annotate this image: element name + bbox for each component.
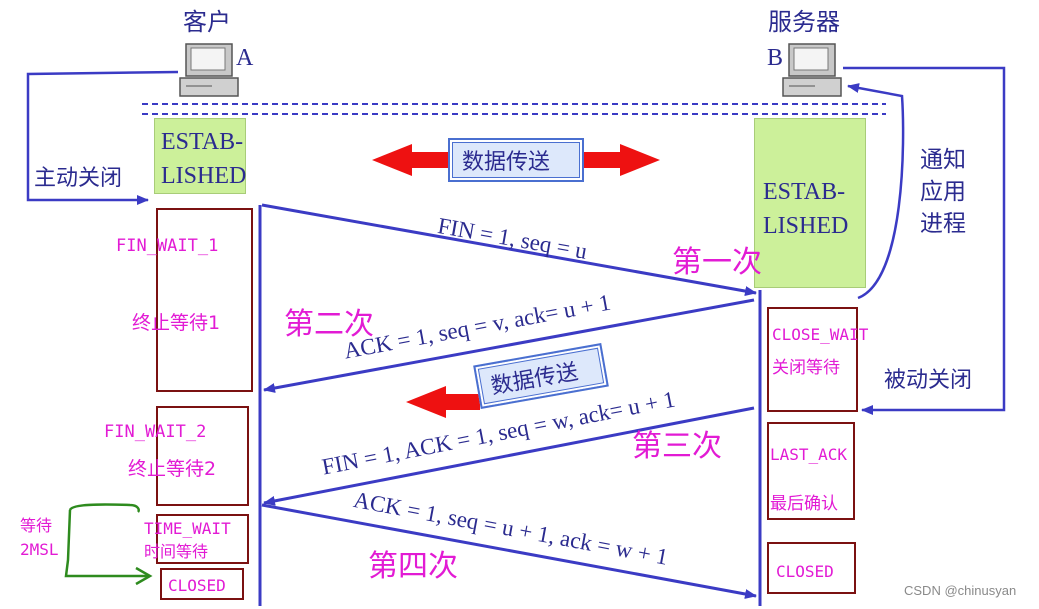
step-four-label: 第四次: [368, 549, 458, 584]
fin-arrow: [261, 203, 757, 296]
notify-app-line1: 通知: [920, 147, 966, 173]
wait-2msl-note: 等待 2MSL: [20, 514, 59, 562]
notify-app-line3: 进程: [920, 211, 966, 237]
client-closed-label: CLOSED: [168, 576, 226, 595]
data-transfer-box: 数据传送: [448, 138, 584, 182]
fin-wait-1-box: [156, 208, 253, 392]
server-title: 服务器: [768, 8, 840, 36]
wait-2msl-arrowhead: [135, 566, 153, 586]
client-state-line1: ESTAB-: [161, 129, 244, 155]
wait-2msl-bracket: [64, 503, 148, 578]
active-close-arrow: [26, 70, 179, 205]
active-close-label: 主动关闭: [34, 166, 123, 191]
close-wait-cn-label: 关闭等待: [772, 358, 840, 378]
step-three-label: 第三次: [632, 429, 722, 464]
time-wait-label: TIME_WAIT: [144, 519, 231, 538]
fin-wait-1-label: FIN_WAIT_1: [116, 236, 219, 256]
last-ack-label: LAST_ACK: [770, 445, 848, 464]
fin-ack-arrow: [263, 406, 755, 506]
step-two-label: 第二次: [284, 307, 374, 342]
last-ack-box: [767, 422, 855, 520]
client-letter: A: [236, 45, 254, 71]
client-computer-icon: [179, 43, 239, 97]
time-wait-box: [156, 514, 249, 564]
final-ack-arrow: [261, 503, 757, 599]
fin-wait-2-box: [156, 406, 249, 506]
fin-wait-1-cn-label: 终止等待1: [132, 312, 221, 334]
server-state-line1: ESTAB-: [763, 179, 846, 205]
server-computer-icon: [782, 43, 842, 97]
server-letter: B: [767, 45, 784, 71]
client-state-line2: LISHED: [161, 163, 247, 189]
client-established-state: ESTAB- LISHED: [154, 118, 246, 194]
passive-close-arrow: [843, 66, 1006, 415]
notify-app-label: 通知 应用 进程: [920, 144, 966, 240]
server-closed-box: [767, 542, 856, 594]
data-transfer-left-arrow: [406, 386, 480, 418]
step-one-label: 第一次: [672, 245, 762, 280]
client-title: 客户: [183, 8, 231, 36]
passive-close-label: 被动关闭: [884, 368, 973, 393]
server-closed-label: CLOSED: [776, 562, 834, 581]
notify-app-arrow: [847, 83, 905, 300]
notify-app-line2: 应用: [920, 179, 966, 205]
wait-note-line1: 等待: [20, 516, 53, 535]
time-wait-cn-label: 时间等待: [144, 542, 209, 561]
wait-note-line2: 2MSL: [20, 540, 59, 559]
server-established-state: ESTAB- LISHED: [754, 118, 866, 288]
server-state-line2: LISHED: [763, 213, 849, 239]
ack-arrow: [263, 298, 755, 393]
client-closed-box: [160, 568, 244, 600]
close-wait-box: [767, 307, 858, 412]
last-ack-cn-label: 最后确认: [770, 494, 838, 514]
fin-wait-2-cn-label: 终止等待2: [128, 458, 217, 480]
close-wait-label: CLOSE_WAIT: [772, 325, 869, 344]
fin-wait-2-label: FIN_WAIT_2: [104, 422, 207, 442]
watermark: CSDN @chinusyan: [904, 583, 1017, 598]
